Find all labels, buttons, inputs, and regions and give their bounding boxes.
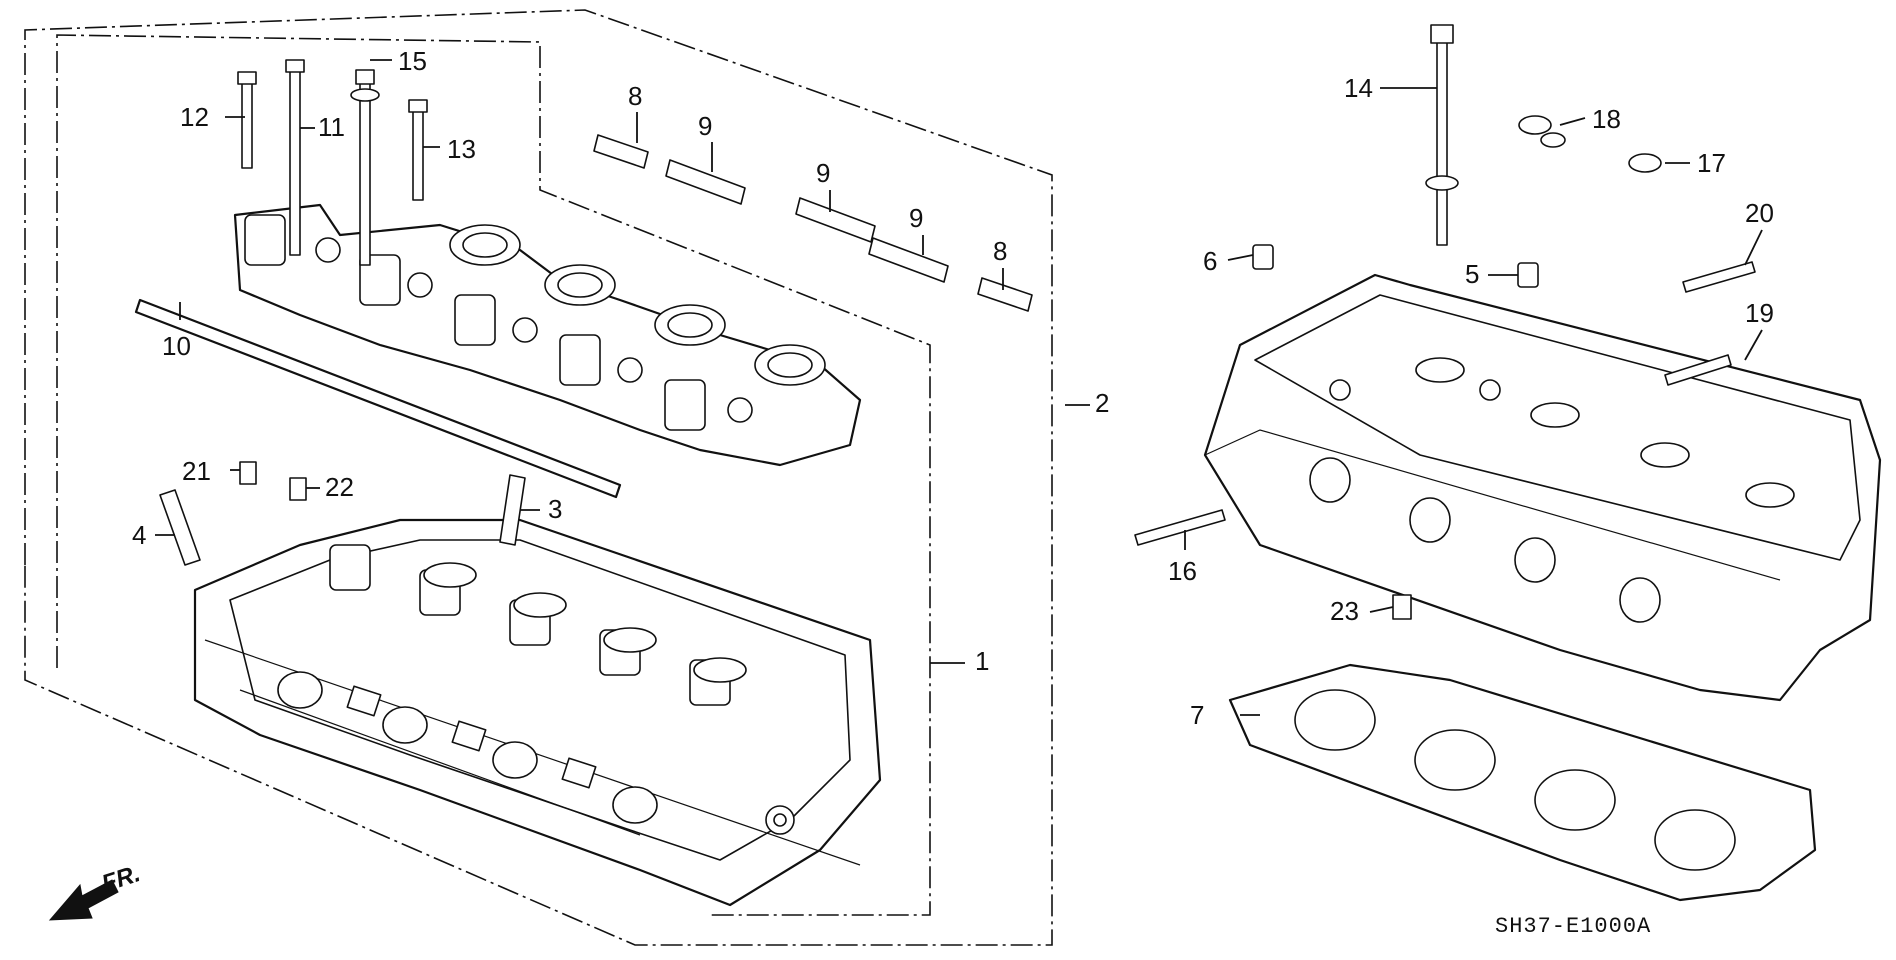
cylinder-head-right <box>1203 273 1882 702</box>
diagram-code: SH37-E1000A <box>1495 914 1651 939</box>
part-label-9b: 9 <box>816 158 830 188</box>
part-label-13: 13 <box>447 134 476 164</box>
part-label-17: 17 <box>1697 148 1726 178</box>
assembly-frame-inner <box>56 34 931 916</box>
part-label-6: 6 <box>1203 246 1217 276</box>
rocker-pins <box>593 134 1033 312</box>
part-label-7: 7 <box>1190 700 1204 730</box>
assembly-frame-outer <box>24 9 1053 946</box>
head-gasket <box>1228 663 1817 902</box>
part-label-8b: 8 <box>993 236 1007 266</box>
part-label-23: 23 <box>1330 596 1359 626</box>
front-arrow-icon <box>48 879 119 921</box>
part-label-9a: 9 <box>698 111 712 141</box>
part-label-18: 18 <box>1592 104 1621 134</box>
part-label-4: 4 <box>132 520 146 550</box>
part-label-10: 10 <box>162 331 191 361</box>
part-label-15: 15 <box>398 46 427 76</box>
cylinder-head-left <box>193 518 882 907</box>
part-label-14: 14 <box>1344 73 1373 103</box>
part-label-11: 11 <box>318 112 345 142</box>
part-label-9c: 9 <box>909 203 923 233</box>
part-label-20: 20 <box>1745 198 1774 228</box>
part-label-8a: 8 <box>628 81 642 111</box>
front-label: FR. <box>99 860 144 898</box>
leader-lines <box>155 59 1763 716</box>
part-label-3: 3 <box>548 494 562 524</box>
part-label-19: 19 <box>1745 298 1774 328</box>
part-label-2: 2 <box>1095 388 1109 418</box>
part-label-16: 16 <box>1168 556 1197 586</box>
bolts-left <box>237 59 428 266</box>
part-label-22: 22 <box>325 472 354 502</box>
part-label-12: 12 <box>180 102 209 132</box>
part-label-21: 21 <box>182 456 211 486</box>
rocker-shaft <box>134 298 622 499</box>
bolts-and-studs-right <box>1134 24 1756 620</box>
front-direction-indicator: FR. <box>48 860 144 921</box>
rocker-arm-assembly <box>233 203 862 467</box>
part-label-5: 5 <box>1465 259 1479 289</box>
part-labels: 12 11 13 15 8 9 9 9 8 10 21 22 3 4 2 1 1… <box>132 46 1774 730</box>
valve-guides-and-dowels <box>159 461 526 566</box>
part-label-1: 1 <box>975 646 989 676</box>
